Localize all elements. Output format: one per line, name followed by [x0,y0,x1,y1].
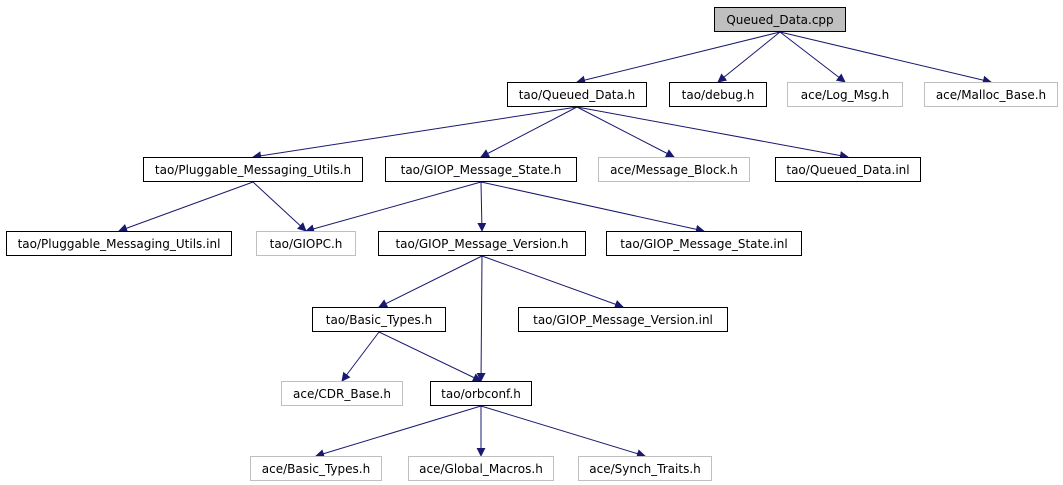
node-label: ace/Global_Macros.h [419,461,543,476]
node-label: ace/Log_Msg.h [800,87,890,102]
edge-tao-queued-data-h-to-tao-queued-data-inl [576,106,849,160]
node-queued-data-cpp: Queued_Data.cpp [714,7,846,32]
edge-tao-giop-message-state-h-to-tao-giop-message-state-inl [480,181,705,234]
edge-tao-queued-data-h-to-tao-pluggable-messaging-utils-h [252,106,578,161]
edge-tao-pluggable-messaging-utils-h-to-tao-giopc-h [252,181,307,232]
node-ace-synch-traits-h: ace/Synch_Traits.h [578,456,712,481]
edge-tao-giop-message-state-h-to-tao-giopc-h [305,181,482,234]
edge-tao-queued-data-h-to-ace-message-block-h [576,106,675,158]
edge-tao-basic-types-h-to-tao-orbconf-h [378,331,482,382]
node-ace-cdr-base-h: ace/CDR_Base.h [281,381,403,406]
node-tao-debug-h[interactable]: tao/debug.h [669,82,767,107]
edge-queued-data-cpp-to-ace-malloc-base-h [779,31,992,85]
node-label: tao/orbconf.h [441,386,521,401]
node-tao-orbconf-h[interactable]: tao/orbconf.h [430,381,532,406]
edge-tao-giop-message-version-h-to-tao-giop-message-version-inl [481,255,624,309]
node-label: ace/Message_Block.h [610,162,738,177]
node-tao-queued-data-inl[interactable]: tao/Queued_Data.inl [775,157,921,182]
node-tao-pluggable-messaging-utils-inl[interactable]: tao/Pluggable_Messaging_Utils.inl [6,231,232,256]
edge-queued-data-cpp-to-tao-queued-data-h [576,31,781,85]
node-tao-giop-message-state-inl[interactable]: tao/GIOP_Message_State.inl [606,231,802,256]
edge-tao-giop-message-state-h-to-tao-giop-message-version-h [477,181,487,232]
node-label: tao/debug.h [681,87,755,102]
node-label: tao/GIOP_Message_State.inl [620,236,788,251]
node-ace-basic-types-h: ace/Basic_Types.h [250,456,382,481]
node-label: tao/Pluggable_Messaging_Utils.inl [17,236,221,251]
node-ace-global-macros-h: ace/Global_Macros.h [408,456,554,481]
edge-tao-pluggable-messaging-utils-h-to-tao-pluggable-messaging-utils-inl [118,181,254,233]
node-tao-giopc-h: tao/GIOPC.h [256,231,356,256]
edge-tao-giop-message-version-h-to-tao-basic-types-h [378,255,483,308]
node-label: tao/Queued_Data.h [518,87,636,102]
node-tao-queued-data-h[interactable]: tao/Queued_Data.h [507,82,647,107]
node-label: tao/GIOPC.h [269,236,343,251]
edge-tao-orbconf-h-to-ace-basic-types-h [315,405,482,458]
edge-queued-data-cpp-to-ace-log-msg-h [779,31,846,83]
node-label: tao/GIOP_Message_Version.inl [533,312,713,327]
node-tao-giop-message-version-h[interactable]: tao/GIOP_Message_Version.h [378,231,586,256]
node-tao-basic-types-h[interactable]: tao/Basic_Types.h [312,307,446,332]
node-label: ace/Synch_Traits.h [589,461,701,476]
node-label: ace/CDR_Base.h [293,386,391,401]
node-tao-giop-message-state-h[interactable]: tao/GIOP_Message_State.h [385,157,577,182]
edge-tao-queued-data-h-to-tao-giop-message-state-h [480,106,578,158]
node-label: ace/Basic_Types.h [261,461,371,476]
node-label: Queued_Data.cpp [726,12,834,27]
edge-tao-orbconf-h-to-ace-synch-traits-h [480,405,646,458]
node-label: tao/Queued_Data.inl [786,162,910,177]
node-label: tao/GIOP_Message_State.h [400,162,562,177]
node-ace-message-block-h: ace/Message_Block.h [598,157,750,182]
node-label: tao/Basic_Types.h [325,312,433,327]
node-label: ace/Malloc_Base.h [935,87,1047,102]
node-ace-log-msg-h: ace/Log_Msg.h [787,82,903,107]
node-ace-malloc-base-h: ace/Malloc_Base.h [924,82,1058,107]
node-tao-pluggable-messaging-utils-h[interactable]: tao/Pluggable_Messaging_Utils.h [143,157,363,182]
node-tao-giop-message-version-inl[interactable]: tao/GIOP_Message_Version.inl [518,307,728,332]
node-label: tao/GIOP_Message_Version.h [395,236,569,251]
edge-queued-data-cpp-to-tao-debug-h [717,31,781,83]
edge-tao-giop-message-version-h-to-tao-orbconf-h [476,255,486,382]
edge-tao-basic-types-h-to-ace-cdr-base-h [341,331,380,382]
node-label: tao/Pluggable_Messaging_Utils.h [154,162,352,177]
